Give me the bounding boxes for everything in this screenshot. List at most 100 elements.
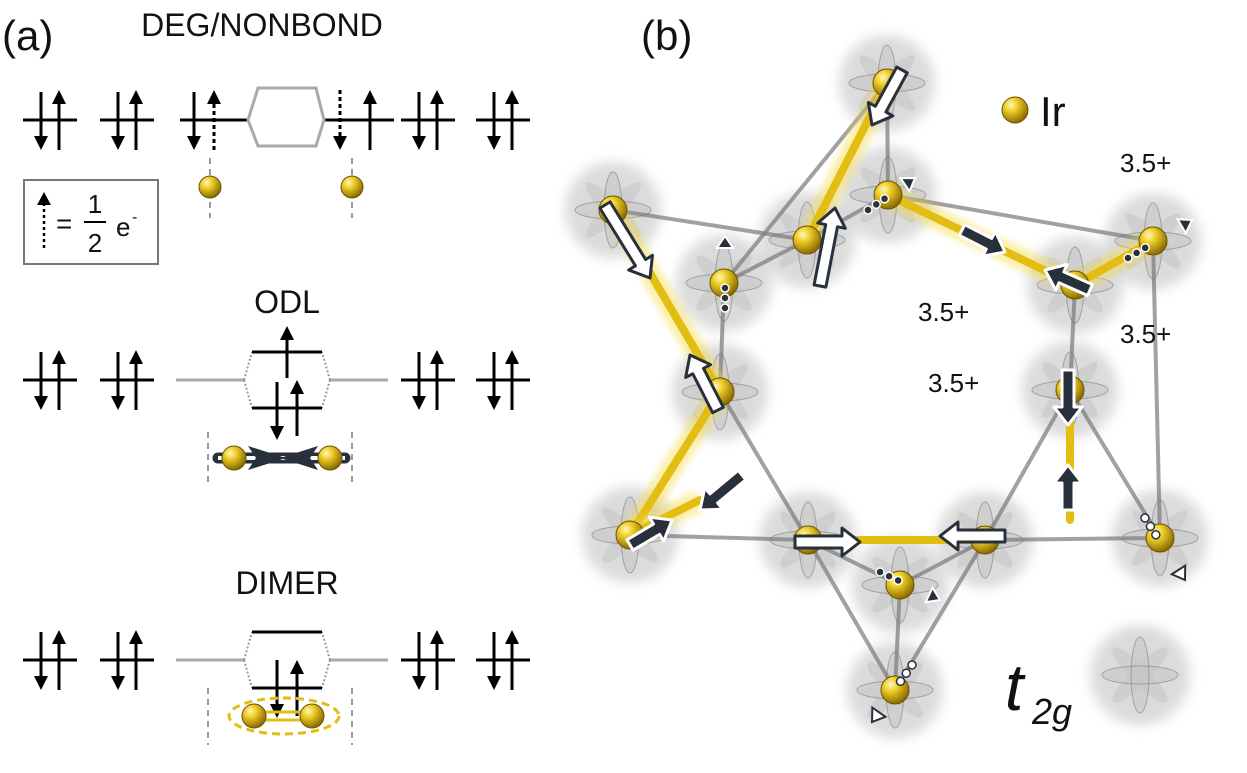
moment-dot	[1145, 521, 1156, 532]
energy-level-diagram	[23, 86, 530, 745]
spin-arrow-head	[487, 396, 501, 410]
half-electron-legend: = 1 2 e -	[23, 179, 159, 265]
moment-arrowhead	[1175, 218, 1194, 236]
ir-atom	[873, 180, 903, 210]
small-moment-arrow-icon	[875, 567, 942, 604]
ir-legend-icon	[1001, 96, 1029, 124]
spin-arrow-head	[34, 136, 48, 150]
half-electron-arrow-icon	[37, 192, 51, 205]
moment-arrow-icon	[938, 520, 1007, 552]
legend-electron-sup: -	[132, 209, 137, 226]
moment-dot	[875, 567, 885, 577]
ir-atom	[340, 175, 364, 199]
moment-arrow-icon	[812, 206, 847, 289]
spin-arrow-head	[430, 630, 444, 644]
moment-arrow-icon	[698, 468, 748, 512]
spin-arrow-head	[290, 380, 304, 394]
spin-arrow-head	[52, 630, 66, 644]
moment-arrowhead	[1169, 563, 1187, 582]
ir-atom	[241, 703, 267, 729]
ir-atom	[709, 268, 739, 298]
moment-dot	[863, 205, 873, 215]
lattice-bond	[723, 238, 808, 285]
spin-arrow-head	[430, 350, 444, 364]
spin-arrow-head	[363, 90, 377, 104]
spin-arrow-head	[111, 676, 125, 690]
splitting-guides	[243, 631, 331, 689]
t2g-subscript: 2g	[1031, 691, 1072, 732]
spin-arrow-head	[505, 630, 519, 644]
moment-arrow-icon	[793, 526, 862, 558]
spin-arrow-head	[430, 90, 444, 104]
moment-arrow-shape	[698, 468, 748, 512]
moment-dot	[720, 303, 730, 313]
moment-dot	[893, 575, 903, 586]
ir-atom	[792, 225, 822, 255]
small-moment-arrow-icon	[1140, 513, 1187, 582]
trimer-bond	[1071, 237, 1157, 289]
spin-arrow-head	[333, 136, 347, 150]
ir-atom	[1145, 523, 1175, 553]
odl-arrow-right-icon	[248, 446, 286, 470]
moment-arrow-icon	[957, 223, 1007, 258]
ir-atom	[198, 175, 222, 199]
spin-arrow-head	[505, 350, 519, 364]
ir-atom	[221, 445, 247, 471]
spin-arrow-head	[412, 396, 426, 410]
ir-atom	[317, 445, 343, 471]
kagome-lattice	[565, 35, 1208, 738]
lattice-bond	[984, 536, 1161, 542]
moment-arrow-shape	[866, 65, 909, 127]
ir-atom	[299, 703, 325, 729]
moment-dot	[871, 199, 882, 210]
spin-arrow-head	[34, 676, 48, 690]
spin-arrow-head	[207, 90, 221, 104]
moment-dot	[1140, 513, 1150, 523]
moment-arrow-shape	[793, 526, 862, 558]
charge-label-1: 3.5+	[1120, 148, 1171, 178]
moment-arrow-icon	[625, 515, 674, 552]
moment-arrowhead	[715, 234, 735, 249]
charge-label-4: 3.5+	[928, 368, 979, 398]
moment-dot	[879, 193, 890, 204]
trimer-bond	[626, 388, 724, 539]
spin-arrow-head	[111, 136, 125, 150]
moment-dot	[1123, 253, 1133, 263]
spin-arrow-head	[129, 90, 143, 104]
moment-arrow-shape	[684, 353, 725, 415]
moment-dot	[901, 668, 912, 678]
moment-arrow-icon	[1043, 263, 1094, 297]
charge-label-3: 3.5+	[1120, 319, 1171, 349]
moment-arrow-shape	[625, 515, 674, 552]
spin-arrow-head	[487, 676, 501, 690]
spin-arrow-head	[505, 90, 519, 104]
small-moment-arrow-icon	[863, 176, 917, 215]
legend-numerator: 1	[88, 189, 102, 219]
ir-legend-label: Ir	[1040, 88, 1066, 135]
lattice-bond	[718, 390, 810, 542]
spin-arrow-head	[52, 350, 66, 364]
moment-arrow-shape	[812, 206, 847, 289]
moment-arrow-icon	[866, 65, 909, 127]
moment-arrow-icon	[1052, 463, 1084, 512]
small-moment-arrow-icon	[1123, 218, 1194, 263]
spin-arrow-head	[52, 90, 66, 104]
lattice-bond	[1151, 240, 1162, 539]
moment-dot	[907, 660, 917, 670]
moment-dot	[884, 571, 894, 581]
lattice-bond	[893, 584, 902, 691]
spin-arrow-head	[487, 136, 501, 150]
lattice-bond	[887, 193, 1154, 243]
spin-arrow-head	[129, 350, 143, 364]
moment-arrow-icon	[598, 200, 654, 280]
moment-arrow-icon	[1052, 368, 1084, 427]
moment-dot	[1151, 530, 1161, 540]
spin-arrow-head	[280, 326, 294, 340]
t2g-orbital-icon	[1090, 625, 1190, 725]
moment-dot	[895, 676, 906, 687]
spin-arrow-head	[270, 426, 284, 440]
dimer-title: DIMER	[235, 565, 338, 601]
spin-arrow-head	[290, 660, 304, 674]
t2g-label: t	[1005, 650, 1026, 724]
